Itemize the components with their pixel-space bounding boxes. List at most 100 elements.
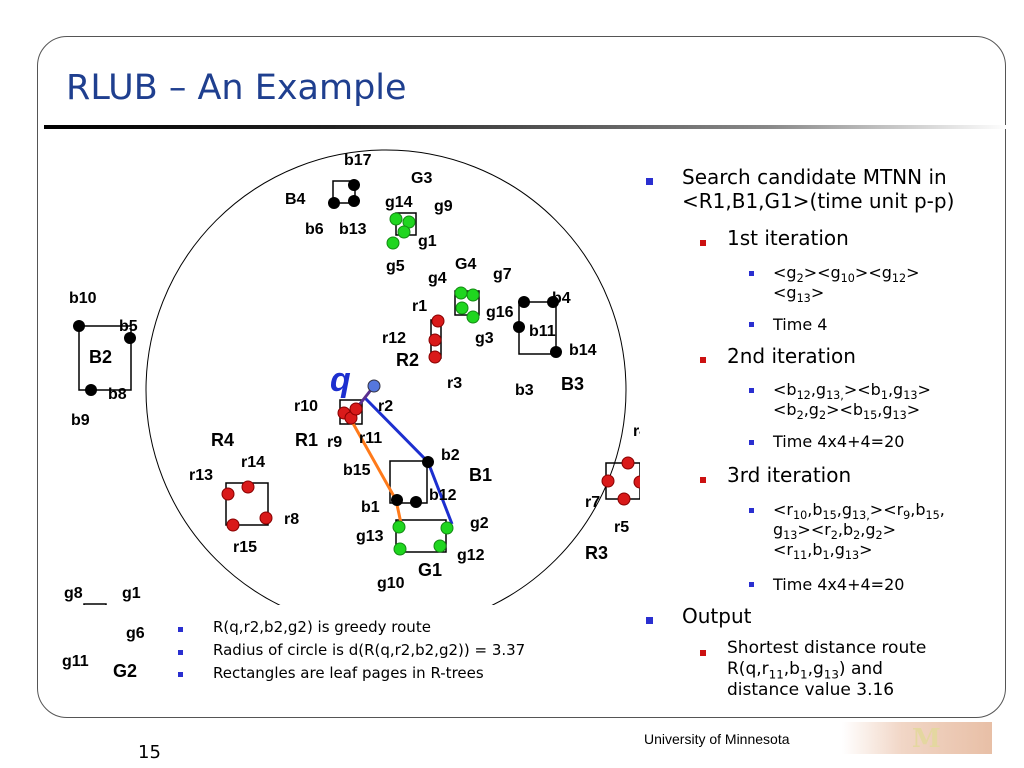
bullet-marker [178,650,183,655]
note-rectangles: Rectangles are leaf pages in R-trees [213,664,484,682]
time2-text: Time 4x4+4=20 [773,432,905,451]
rlub-diagram: b17 G3 B4 g14 g9 b6 b13 g1 g5 g4 G4 g7 b… [64,149,640,605]
bullet-marker [178,672,183,677]
label-r15: r15 [233,539,257,556]
label-g12: g12 [457,547,485,564]
label-G3: G3 [411,170,432,187]
label-b10: b10 [69,290,97,307]
bullet-marker [749,322,754,327]
label-g8: g8 [64,585,83,602]
label-R1: R1 [295,430,318,450]
label-r14: r14 [241,454,265,471]
label-g4: g4 [428,270,447,287]
label-b12: b12 [429,487,457,504]
bullet-marker [749,440,754,445]
slide-title: RLUB – An Example [66,68,407,108]
time3-text: Time 4x4+4=20 [773,575,905,594]
label-b5: b5 [119,318,138,335]
rect-g1 [395,519,447,553]
label-B2: B2 [89,347,112,367]
iter1-label: 1st iteration [727,226,849,250]
label-g3: g3 [475,330,494,347]
iter3-label: 3rd iteration [727,463,852,487]
university-logo-m: M [912,724,941,754]
iter1-routes: <g2><g10><g12><g13> [773,263,920,306]
label-R3: R3 [585,543,608,563]
iter2-routes: <b12,g13,><b1,g13><b2,g2><b15,g13> [773,380,931,423]
label-g11: g11 [62,653,89,670]
q-point [367,379,381,393]
university-logo [842,722,992,754]
bullet-marker [749,508,754,513]
label-r9: r9 [327,434,342,451]
output-label: Output [682,604,752,628]
label-r8: r8 [284,511,299,528]
label-B3: B3 [561,374,584,394]
label-b2: b2 [441,447,460,464]
bullet-marker [646,617,653,624]
rect-b1 [389,460,428,504]
label-b9: b9 [71,412,90,429]
rect-b2 [78,325,132,391]
label-r2: r2 [378,398,393,415]
label-r7: r7 [585,494,600,511]
label-R4: R4 [211,430,234,450]
label-r13: r13 [189,467,213,484]
search-circle [145,149,627,605]
slide-frame [37,36,1006,718]
rect-b4 [332,180,356,204]
bullet-marker [700,477,706,483]
note-radius: Radius of circle is d(R(q,r2,b2,g2)) = 3… [213,641,526,659]
label-g9: g9 [434,198,453,215]
label-B1: B1 [469,465,492,485]
label-b17: b17 [344,152,372,169]
label-r1: r1 [412,298,427,315]
bullet-marker [749,582,754,587]
label-g5: g5 [386,258,405,275]
bullet-marker [700,650,706,656]
label-b6: b6 [305,221,324,238]
label-r10: r10 [294,398,318,415]
label-g1-top: g1 [418,233,437,250]
label-b1: b1 [361,499,380,516]
label-g6: g6 [126,625,145,642]
label-g1-bottom: g1 [122,585,141,602]
title-rule [44,125,1008,129]
label-G2: G2 [113,661,137,681]
label-g16: g16 [486,304,514,321]
label-g14: g14 [385,194,413,211]
label-b3: b3 [515,382,534,399]
iter3-routes: <r10,b15,g13,><r9,b15,g13><r2,b2,g2><r11… [773,500,945,563]
bullet-marker [749,271,754,276]
label-b13: b13 [339,221,367,238]
label-b4: b4 [552,290,571,307]
label-G4: G4 [455,256,476,273]
label-b8: b8 [108,386,127,403]
label-b11: b11 [529,323,556,340]
label-g10: g10 [377,575,405,592]
search-text: Search candidate MTNN in <R1,B1,G1>(time… [682,165,955,213]
label-G1: G1 [418,560,442,580]
bullet-marker [646,178,653,185]
label-B4: B4 [285,191,306,208]
rect-g2 [83,603,107,605]
bullet-marker [700,357,706,363]
label-q: q [330,361,351,399]
g2-labels: g6 g11 G2 [62,625,145,681]
note-greedy: R(q,r2,b2,g2) is greedy route [213,618,431,636]
label-r11: r11 [359,430,382,447]
label-r12: r12 [382,330,406,347]
time1-text: Time 4 [773,315,828,334]
label-b15: b15 [343,462,371,479]
label-b14: b14 [569,342,597,359]
label-g7: g7 [493,266,512,283]
label-g13: g13 [356,528,384,545]
label-r4: r4 [633,423,640,440]
bullet-marker [749,388,754,393]
bullet-marker [700,240,706,246]
bullet-marker [178,627,183,632]
page-number: 15 [138,742,161,763]
label-R2: R2 [396,350,419,370]
label-r3: r3 [447,375,462,392]
